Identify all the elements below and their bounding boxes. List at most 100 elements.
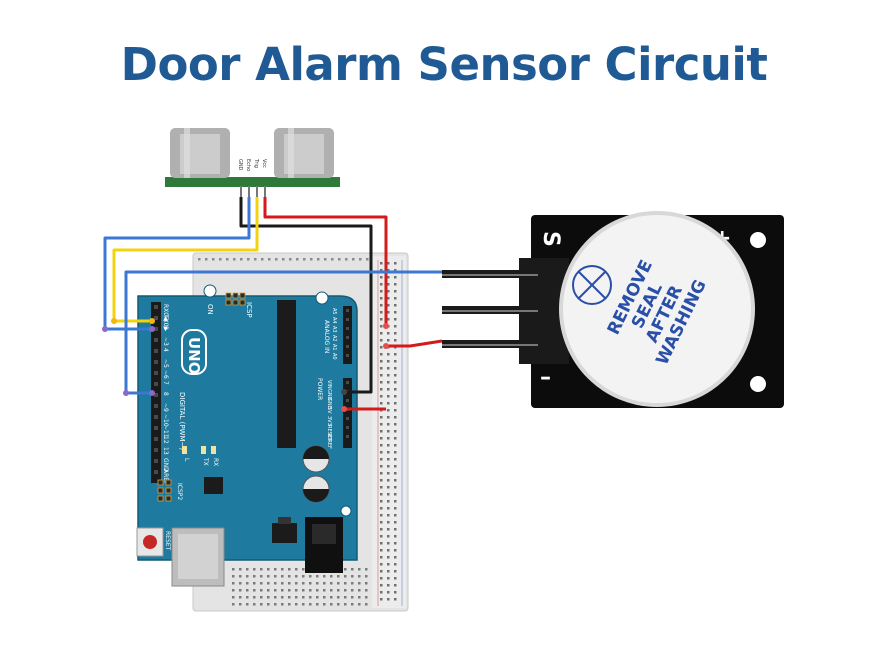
icsp-pin [225,299,232,306]
wire-buzzer-plus [386,339,443,348]
sensor-pin-label: Echo [245,159,251,171]
power-pin-label: GND [326,389,332,401]
wire-trig [103,197,251,331]
header-pin [346,417,349,420]
icsp-pin [232,299,239,306]
led-label: TX [202,457,209,466]
header-pin [346,345,349,348]
power-label: POWER [316,378,323,400]
mount-hole [203,284,217,298]
analog-pin-label: A0 [331,353,337,360]
digital-pin-label: ~9 [162,403,169,412]
analog-label: ANALOG IN [323,320,330,353]
led-label: L [183,458,190,462]
digital-pin-label: 7 [162,381,169,385]
sensor-pin-label: Trig [253,158,259,168]
power-pin-label: 3V3 [326,416,332,426]
icsp-header [225,292,246,306]
digital-pin-label: ~3 [162,337,169,346]
header-pin [346,309,349,312]
mount-hole [750,376,766,392]
digital-pin-label: GND [162,458,169,472]
diagram-title: Door Alarm Sensor Circuit [120,38,768,91]
analog-pin-label: A2 [331,335,337,342]
icsp2-header [157,479,172,502]
sensor-pcb [165,177,340,187]
power-pin-label: RESET [326,425,332,442]
usb-chip [204,477,223,494]
header-pin [346,336,349,339]
wire-buzzer-signal [124,270,442,395]
digital-pin-label: 12 [162,436,169,444]
analog-pin-label: A3 [331,326,337,333]
icsp2-pin [157,495,164,502]
header-pin [154,316,158,320]
led-label: RX [212,458,219,466]
sensor-pins [240,186,266,198]
icsp2-pin [157,487,164,494]
digital-pin-label: ~6 [162,370,169,379]
header-pin [346,318,349,321]
header-pin [154,426,158,430]
wire-junctions [102,318,389,412]
icsp-pin [232,292,239,299]
analog-pin-label: A1 [331,344,337,351]
digital-pin-label: AREF [162,469,169,485]
icsp2-pin [165,495,172,502]
digital-pin-label: 2 [162,326,169,330]
icsp-label: ICSP [245,302,253,318]
header-pin [154,360,158,364]
on-label: ON [206,304,214,315]
icsp-pin [225,292,232,299]
mount-hole [340,505,352,517]
svg-text:UNO: UNO [185,337,203,375]
header-pin [154,371,158,375]
icsp2-pin [165,479,172,486]
header-pin [346,426,349,429]
header-pin [154,459,158,463]
transducer-right [274,128,334,178]
voltage-regulator [272,523,297,543]
digital-pin-label: ~10 [162,414,169,427]
wire-gnd-sensor [239,197,373,394]
mount-hole [750,232,766,248]
buzzer-pins [442,270,538,348]
power-header [343,378,352,448]
mount-hole [315,291,329,305]
icsp2-pin [157,479,164,486]
header-pin [154,393,158,397]
header-pin [346,381,349,384]
transducer-left [170,128,230,178]
icsp2-pin [165,487,172,494]
analog-pin-label: A5 [331,308,337,315]
breadboard-holes [198,258,397,606]
digital-pin-label: TX0▶ [162,314,169,332]
sensor-pin-label: GND [237,159,243,171]
power-pin-label: 5V [326,407,332,414]
icsp-pin [239,299,246,306]
icsp-pin [239,292,246,299]
analog-pin-label: A4 [331,317,337,324]
digital-pin-label: 8 [162,392,169,396]
uno-logo: UNO [181,329,207,375]
header-pin [154,437,158,441]
header-pin [154,404,158,408]
header-pin [154,305,158,309]
atmega-chip [277,300,296,448]
buzzer-module: S + – REMOVE SEAL AFTER WASHING [442,211,784,408]
digital-pin-label: RX0◀ [162,304,169,321]
digital-pin-label: 13 [162,447,169,455]
power-pin-label: GND [326,398,332,410]
header-pin [154,338,158,342]
analog-header [343,306,352,364]
module-label-s: S [538,231,563,247]
digital-label: DIGITAL (PWM~) [178,392,186,450]
power-pin-label: IOREF [326,434,332,449]
header-pin [346,435,349,438]
digital-header [151,302,161,483]
module-label-minus: – [540,365,551,390]
